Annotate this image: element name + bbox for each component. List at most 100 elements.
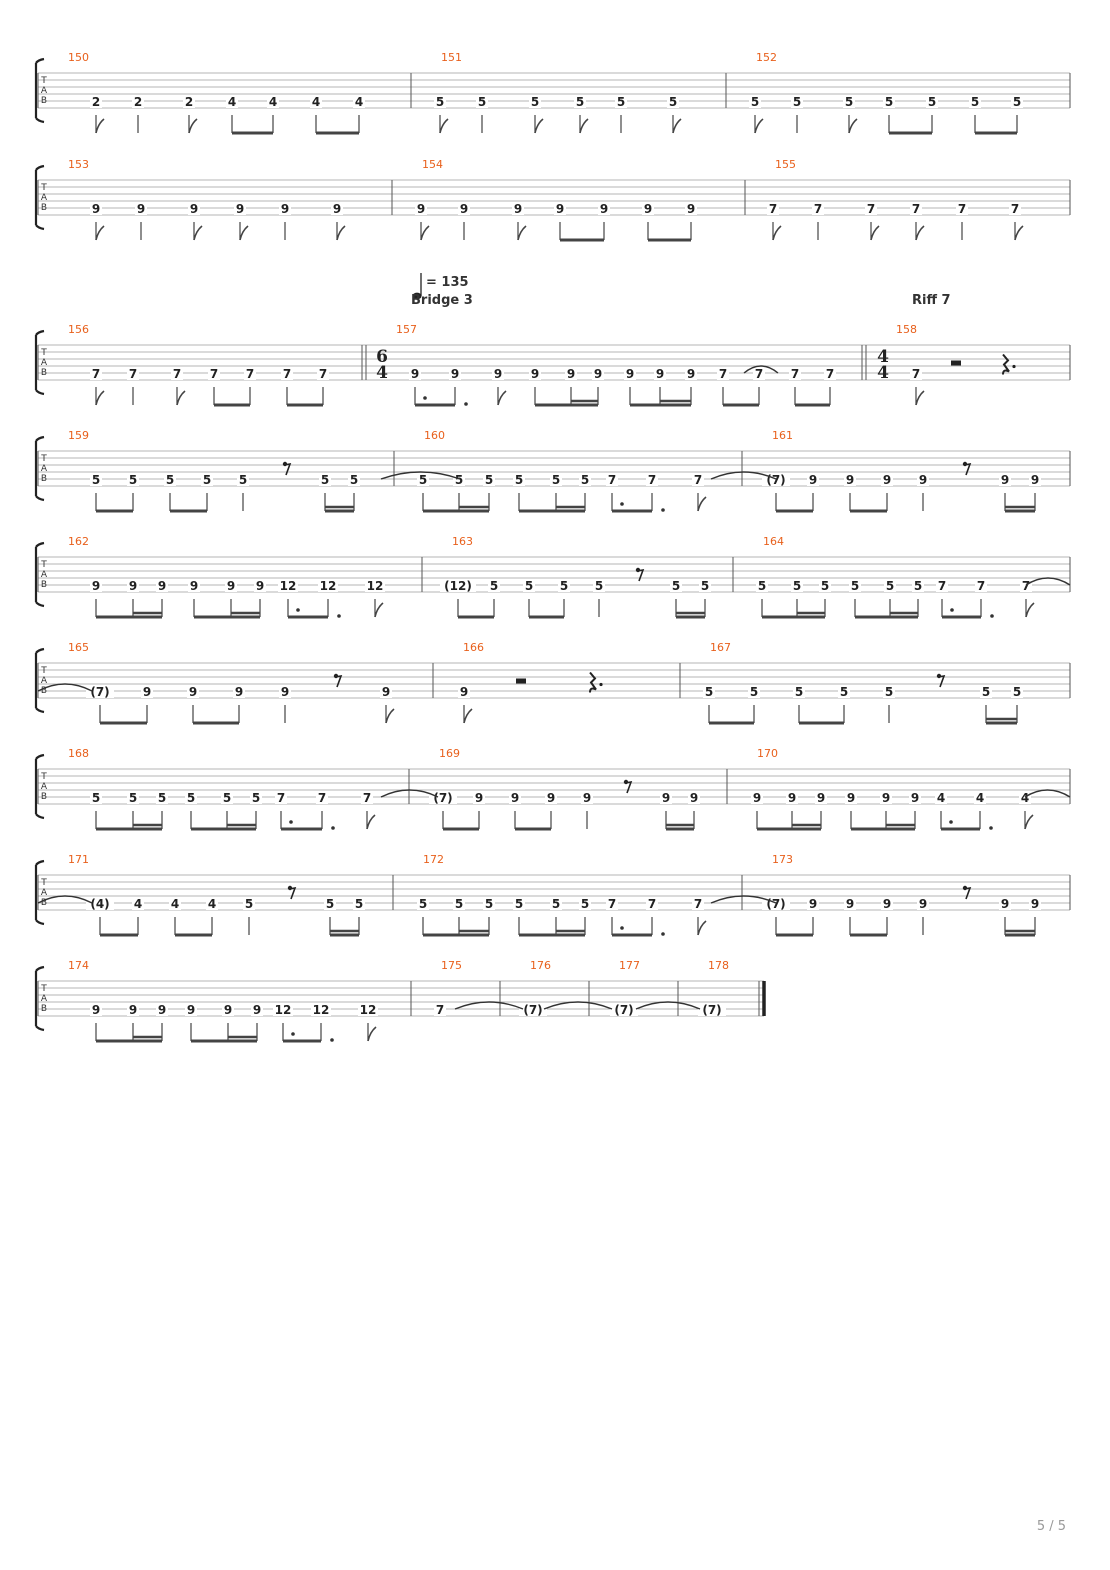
fret-number: 2 [134, 95, 142, 109]
rhythm-dot [661, 508, 665, 512]
fret-backdrop [251, 1004, 263, 1016]
fret-backdrop [579, 474, 591, 486]
note-flag [534, 118, 544, 134]
fret-backdrop [141, 686, 153, 698]
fret-backdrop [132, 898, 144, 910]
note-flag [579, 118, 589, 134]
fret-number: 9 [567, 367, 575, 381]
fret-backdrop [807, 474, 819, 486]
fret-number: 5 [252, 791, 260, 805]
fret-number: 5 [455, 473, 463, 487]
fret-number: 5 [203, 473, 211, 487]
fret-number: 9 [1001, 897, 1009, 911]
fret-backdrop [791, 96, 803, 108]
tie-slur [710, 895, 777, 904]
fret-backdrop [317, 368, 329, 380]
fret-number: 4 [134, 897, 142, 911]
fret-backdrop [221, 792, 233, 804]
fret-number: (7) [766, 473, 785, 487]
fret-number: 7 [173, 367, 181, 381]
measure-number: 169 [439, 747, 460, 760]
fret-backdrop [791, 580, 803, 592]
fret-number: 5 [914, 579, 922, 593]
fret-backdrop [667, 96, 679, 108]
fret-number: 5 [928, 95, 936, 109]
fret-backdrop [615, 96, 627, 108]
fret-number: 5 [581, 897, 589, 911]
fret-backdrop [90, 368, 102, 380]
fret-number: 5 [845, 95, 853, 109]
rhythm-dot [620, 926, 624, 930]
fret-number: 7 [912, 202, 920, 216]
fret-number: 5 [840, 685, 848, 699]
fret-backdrop [749, 96, 761, 108]
measure-number: 152 [756, 51, 777, 64]
fret-backdrop [513, 898, 525, 910]
tie-slur [380, 471, 461, 480]
fret-number: 12 [275, 1003, 292, 1017]
fret-number: 9 [417, 202, 425, 216]
fret-backdrop [529, 96, 541, 108]
fret-number: 9 [809, 473, 817, 487]
section-label-riff: Riff 7 [912, 293, 951, 308]
fret-number: 9 [281, 202, 289, 216]
measure-number: 178 [708, 959, 729, 972]
fret-backdrop [838, 686, 850, 698]
time-signature-bottom: 4 [376, 363, 388, 383]
fret-backdrop [550, 898, 562, 910]
fret-backdrop [267, 96, 279, 108]
rhythm-dot [661, 932, 665, 936]
tie-slur [543, 1001, 613, 1010]
fret-backdrop [281, 368, 293, 380]
rhythm-dot [289, 820, 293, 824]
fret-backdrop [458, 686, 470, 698]
fret-number: 9 [190, 202, 198, 216]
fret-backdrop [185, 792, 197, 804]
fret-number: 7 [719, 367, 727, 381]
fret-number: 5 [326, 897, 334, 911]
fret-number: 9 [137, 202, 145, 216]
fret-number: 9 [451, 367, 459, 381]
fret-number: 9 [662, 791, 670, 805]
fret-backdrop [316, 792, 328, 804]
fret-backdrop [624, 368, 636, 380]
fret-backdrop [318, 580, 338, 592]
measure-number: 170 [757, 747, 778, 760]
tie-slur [1024, 789, 1071, 798]
fret-number: 5 [701, 579, 709, 593]
fret-backdrop [692, 898, 704, 910]
rhythm-dot [296, 608, 300, 612]
eighth-rest [334, 674, 343, 688]
fret-number: 5 [1013, 95, 1021, 109]
tie-slur [635, 1001, 701, 1010]
fret-backdrop [201, 474, 213, 486]
fret-backdrop [558, 580, 570, 592]
note-flag [1024, 814, 1034, 830]
fret-backdrop [883, 96, 895, 108]
measure-number: 160 [424, 429, 445, 442]
fret-number: 5 [436, 95, 444, 109]
fret-number: 9 [547, 791, 555, 805]
fret-backdrop [509, 792, 521, 804]
measure-number: 155 [775, 158, 796, 171]
fret-backdrop [279, 686, 291, 698]
fret-number: 7 [277, 791, 285, 805]
fret-number: 7 [977, 579, 985, 593]
fret-number: 5 [821, 579, 829, 593]
fret-backdrop [156, 1004, 168, 1016]
fret-number: 5 [971, 95, 979, 109]
fret-number: 12 [313, 1003, 330, 1017]
measure-number: 159 [68, 429, 89, 442]
fret-backdrop [348, 474, 360, 486]
fret-number: 9 [883, 897, 891, 911]
measure-number: 150 [68, 51, 89, 64]
note-flag [915, 390, 925, 406]
tab-clef-letter: A [41, 193, 48, 203]
fret-backdrop [579, 898, 591, 910]
tab-clef-letter: T [40, 560, 47, 570]
fret-backdrop [90, 96, 102, 108]
measure-number: 162 [68, 535, 89, 548]
quarter-rest [589, 671, 597, 693]
